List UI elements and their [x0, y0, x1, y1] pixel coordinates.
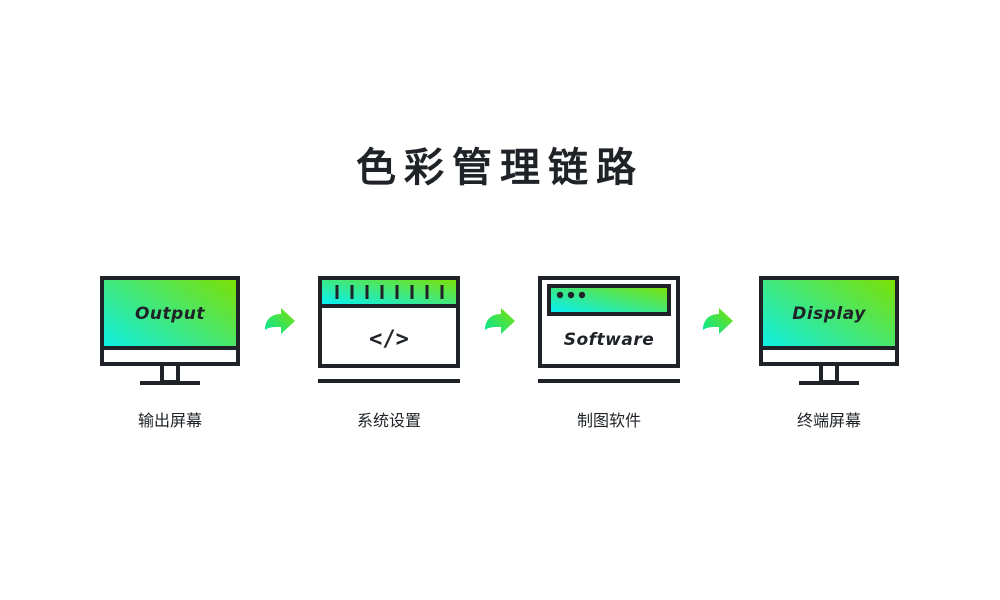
- arrow-right-icon: [265, 308, 295, 334]
- stage-label: 系统设置: [356, 411, 421, 430]
- code-symbol-text: </>: [369, 327, 409, 352]
- stage-display-monitor: Display: [759, 276, 899, 385]
- stage-drawing-software: Software: [538, 276, 680, 383]
- monitor-screen-text: Display: [792, 304, 866, 324]
- stage-label: 终端屏幕: [796, 411, 861, 430]
- page-title: 色彩管理链路: [356, 145, 644, 191]
- stage-system-settings: </>: [318, 276, 460, 383]
- stage-label: 制图软件: [576, 411, 641, 430]
- stage-label: 输出屏幕: [137, 411, 202, 430]
- arrow-right-icon: [703, 308, 733, 334]
- code-window-icon: [318, 276, 460, 383]
- arrow-right-icon: [485, 308, 515, 334]
- monitor-screen-text: Output: [135, 304, 205, 324]
- monitor-icon: [100, 276, 240, 385]
- software-window-text: Software: [564, 330, 655, 350]
- stage-output-monitor: Output: [100, 276, 240, 385]
- software-window-icon: [538, 276, 680, 383]
- monitor-icon: [759, 276, 899, 385]
